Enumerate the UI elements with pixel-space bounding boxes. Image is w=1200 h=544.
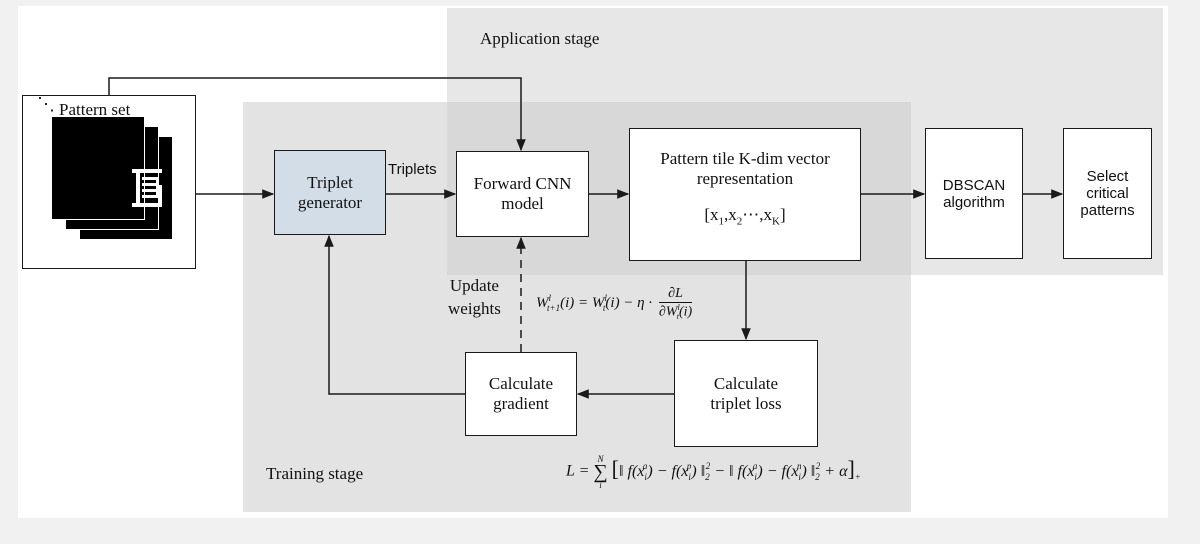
calc-loss-line1: Calculate (713, 373, 779, 393)
pattern-set-label: Pattern set (59, 100, 131, 119)
triplet-loss-lhs: L = (566, 462, 594, 480)
triplet-loss-body: [‖ f(xia) − f(xip) ‖22 − ‖ f(xia) − f(xi… (611, 455, 861, 482)
calculate-gradient-box: Calculate gradient (465, 352, 577, 436)
select-critical-patterns-box: Select critical patterns (1063, 128, 1152, 259)
select-line3: patterns (1080, 202, 1135, 219)
arrow-gradient-to-generator (324, 234, 465, 395)
triplet-generator-line2: generator (297, 192, 363, 212)
layout-pattern-icon (132, 169, 162, 207)
training-stage-label: Training stage (266, 464, 364, 483)
calc-loss-line2: triplet loss (710, 393, 782, 413)
vector-rep-line1: Pattern tile K-dim vector (660, 149, 830, 168)
vector-formula: [x1,x2⋯,xK] (704, 205, 786, 228)
calc-gradient-line2: gradient (493, 394, 549, 413)
triplet-generator-line1: Triplet (307, 172, 353, 192)
triplet-generator-box: Triplet generator (274, 150, 386, 235)
update-weights-line1: Update (449, 276, 499, 295)
triplets-edge-label: Triplets (388, 161, 437, 178)
update-weights-line2: weights (448, 299, 501, 318)
pattern-set-box: Pattern set ⋱ (22, 95, 196, 269)
vector-representation-box: Pattern tile K-dim vector representation… (629, 128, 861, 261)
weight-update-equation: Wlt+1(i) = Wlt(i) − η · ∂L ∂Wlt(i) (536, 286, 693, 322)
calc-gradient-line1: Calculate (488, 374, 554, 393)
dbscan-line2: algorithm (943, 193, 1005, 211)
weight-update-fraction: ∂L ∂Wlt(i) (658, 286, 693, 322)
forward-cnn-line1: Forward CNN (473, 174, 572, 193)
arrow-patternset-to-cnn (108, 77, 526, 152)
application-stage-label: Application stage (480, 29, 600, 48)
dbscan-line1: DBSCAN (942, 176, 1006, 194)
weight-update-lhs: Wlt+1(i) = Wlt(i) − η · (536, 293, 653, 314)
dbscan-box: DBSCAN algorithm (925, 128, 1023, 259)
calculate-triplet-loss-box: Calculate triplet loss (674, 340, 818, 447)
vector-rep-line2: representation (696, 169, 794, 188)
pattern-tile-front (51, 116, 162, 220)
sum-symbol: N ∑ i (593, 454, 608, 490)
forward-cnn-line2: model (501, 194, 544, 213)
select-line2: critical (1086, 185, 1129, 202)
update-weights-label: Update weights (448, 274, 501, 320)
select-line1: Select (1086, 168, 1129, 185)
triplet-loss-equation: L = N ∑ i [‖ f(xia) − f(xip) ‖22 − ‖ f(x… (566, 454, 861, 490)
ellipsis-dots: ⋱ (37, 94, 55, 114)
forward-cnn-box: Forward CNN model (456, 151, 589, 237)
